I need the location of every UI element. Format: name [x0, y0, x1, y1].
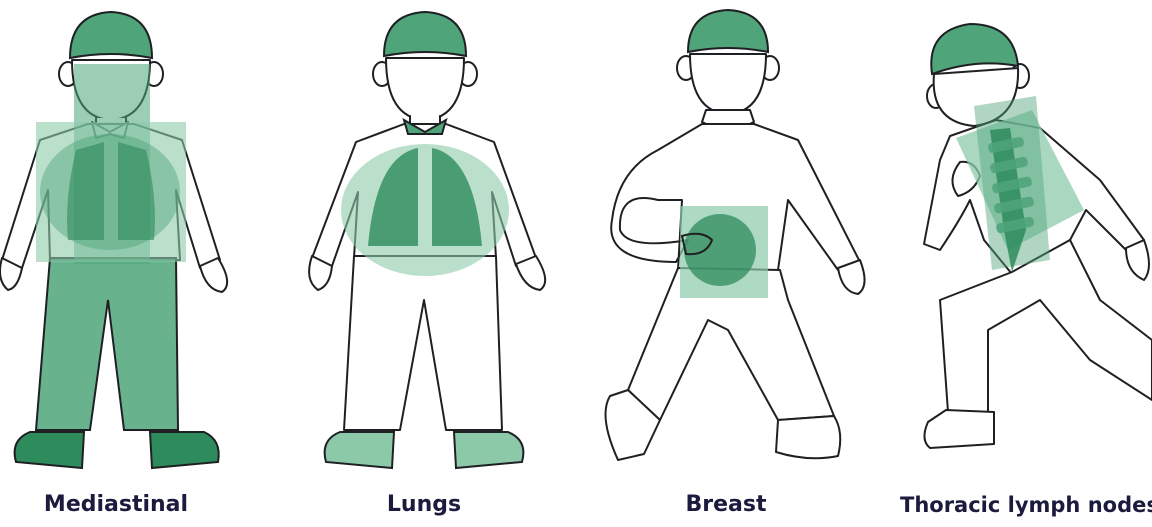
figure-thoracic-lymph-nodes	[900, 0, 1152, 480]
child-figure-highlight-breast-icon	[598, 0, 870, 480]
label-mediastinal: Mediastinal	[0, 488, 232, 522]
figure-lungs	[296, 0, 556, 480]
label-breast: Breast	[620, 488, 832, 522]
child-figure-highlight-mediastinal-icon	[0, 0, 240, 480]
label-lungs: Lungs	[326, 488, 522, 522]
figure-breast	[598, 0, 870, 480]
label-thoracic-lymph-nodes: Thoracic lymph nodes	[900, 488, 1150, 522]
figure-mediastinal	[0, 0, 240, 480]
child-figure-highlight-lungs-icon	[296, 0, 556, 480]
child-figure-highlight-spine-lymph-nodes-icon	[900, 0, 1152, 480]
